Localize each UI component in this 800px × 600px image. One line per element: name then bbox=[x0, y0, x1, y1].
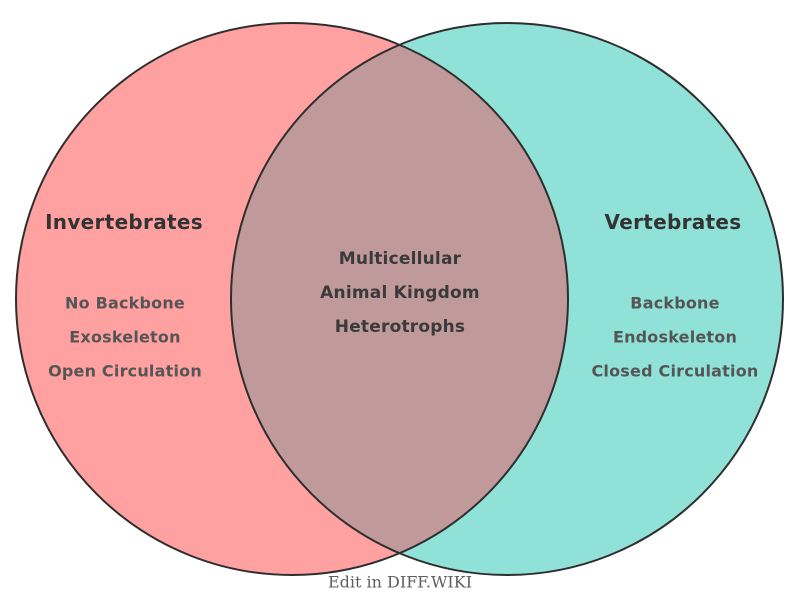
left-set-outline bbox=[15, 22, 569, 576]
intersection-item-1: Multicellular bbox=[338, 249, 462, 269]
left-set-item-3: Open Circulation bbox=[48, 361, 202, 381]
left-set-title: Invertebrates bbox=[45, 210, 203, 234]
intersection-item-3: Heterotrophs bbox=[334, 317, 466, 337]
right-set-item-2: Endoskeleton bbox=[612, 327, 738, 347]
edit-in-diffwiki-link[interactable]: Edit in DIFF.WIKI bbox=[327, 572, 473, 592]
intersection-region bbox=[231, 23, 568, 575]
right-set-item-3: Closed Circulation bbox=[591, 361, 759, 381]
right-set-outline bbox=[230, 22, 784, 576]
left-set-item-1: No Backbone bbox=[65, 293, 185, 313]
right-set-item-1: Backbone bbox=[630, 293, 720, 313]
right-set-title: Vertebrates bbox=[604, 210, 742, 234]
left-set-item-2: Exoskeleton bbox=[69, 327, 181, 347]
intersection-item-2: Animal Kingdom bbox=[320, 283, 480, 303]
